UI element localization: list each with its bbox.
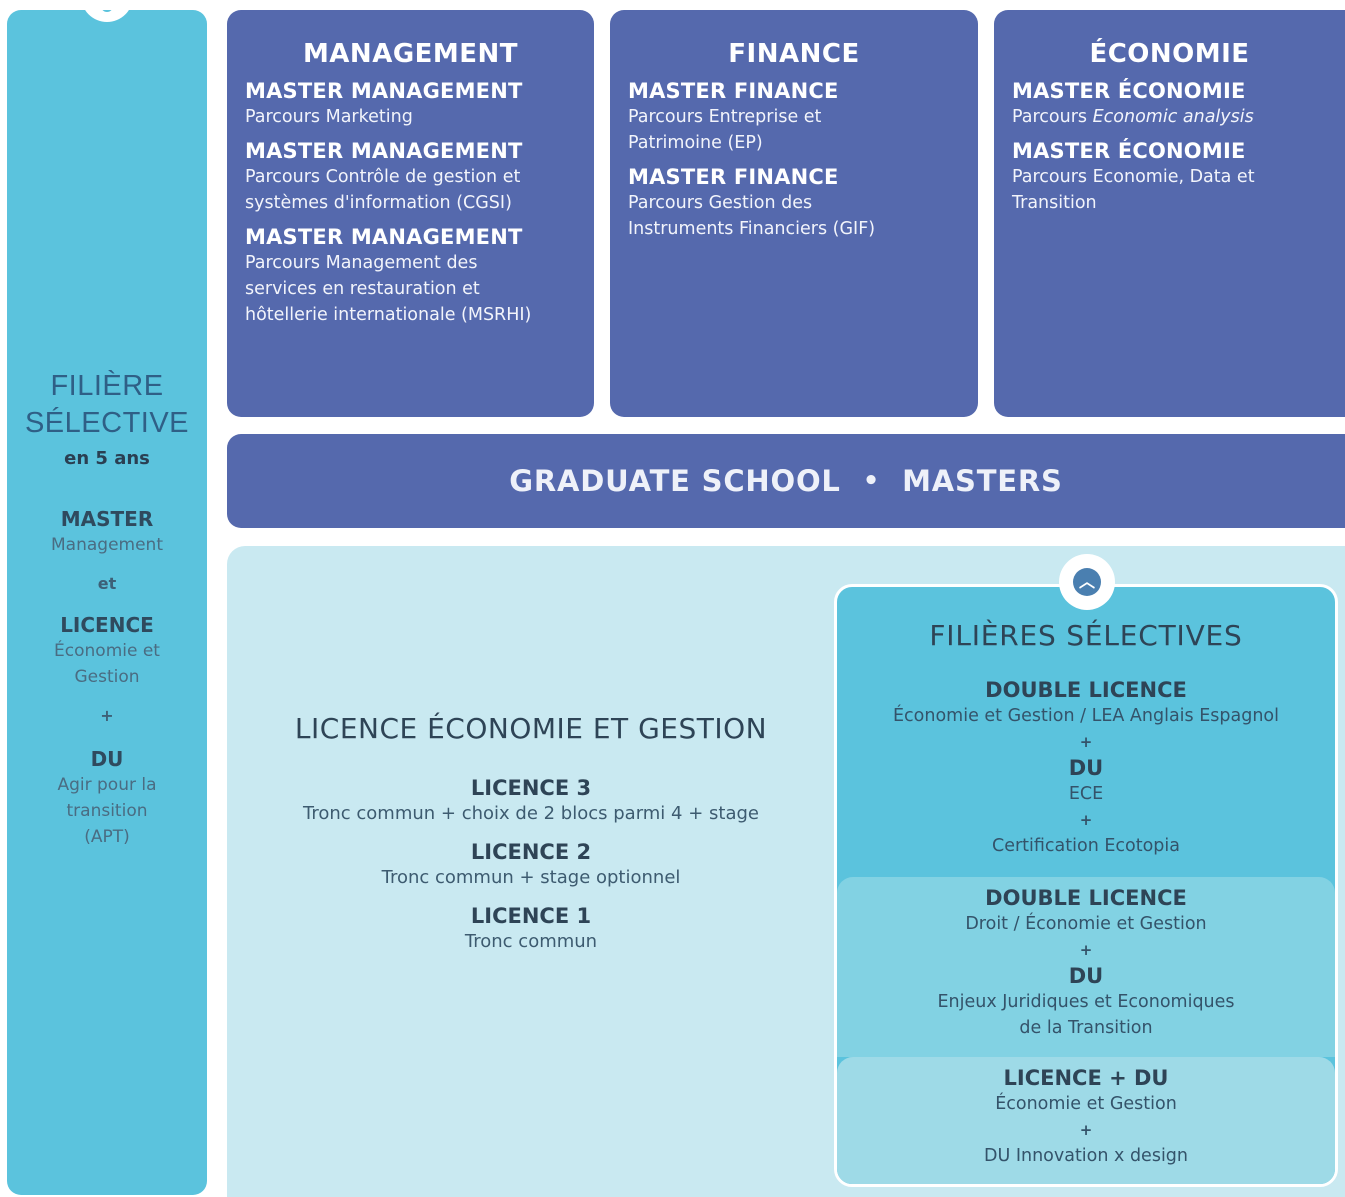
licence-level-desc: Tronc commun [464,931,598,952]
arrow-up-badge-icon [81,10,133,22]
chevron-up-badge-icon: ︿ [1059,554,1115,610]
left-licence-block: LICENCE Économie et Gestion [7,612,207,690]
program-track: Parcours Contrôle de gestion et [245,167,521,187]
section-plus: + [1079,941,1093,959]
program-name: MASTER MANAGEMENT [245,225,523,249]
left-master-text: Management [51,535,163,555]
program-name: MASTER FINANCE [628,79,839,103]
track-prefix: Parcours [1012,107,1093,127]
program-item: MASTER ÉCONOMIE Parcours Economic analys… [1012,78,1345,130]
section-text: de la Transition [1019,1018,1153,1038]
left-master-block: MASTER Management [7,506,207,558]
program-item: MASTER ÉCONOMIE Parcours Economie, Data … [1012,138,1345,216]
left-licence-text1: Économie et [54,641,160,661]
licence-level: LICENCE 1 Tronc commun [227,903,835,955]
left-title-line2: SÉLECTIVE [24,407,190,439]
program-item: MASTER MANAGEMENT Parcours Contrôle de g… [245,138,594,216]
left-du-block: DU Agir pour la transition (APT) [7,746,207,850]
graduate-school-label: GRADUATE SCHOOL [509,464,841,498]
licence-level-desc: Tronc commun + choix de 2 blocs parmi 4 … [303,803,759,824]
program-track: Parcours Gestion des [628,193,813,213]
left-subtitle: en 5 ans [64,448,150,469]
section-head: LICENCE + DU [1003,1066,1169,1090]
section-text: Droit / Économie et Gestion [965,914,1207,934]
licence-level: LICENCE 2 Tronc commun + stage optionnel [227,839,835,891]
section-text: ECE [1068,784,1104,804]
program-item: MASTER FINANCE Parcours Entreprise et Pa… [628,78,978,156]
section-text: Économie et Gestion / LEA Anglais Espagn… [892,706,1280,726]
licence-level-desc: Tronc commun + stage optionnel [381,867,681,888]
selective-section: DOUBLE LICENCE Économie et Gestion / LEA… [837,677,1335,877]
left-title-line1: FILIÈRE [50,370,164,402]
licence-main-block: LICENCE ÉCONOMIE ET GESTION LICENCE 3 Tr… [227,711,835,967]
licence-level: LICENCE 3 Tronc commun + choix de 2 bloc… [227,775,835,827]
program-name: MASTER MANAGEMENT [245,139,523,163]
program-item: MASTER FINANCE Parcours Gestion des Inst… [628,164,978,242]
management-title: MANAGEMENT [302,39,519,69]
economie-card: ÉCONOMIE MASTER ÉCONOMIE Parcours Econom… [994,10,1345,417]
section-text: Enjeux Juridiques et Economiques [937,992,1235,1012]
finance-title: FINANCE [728,39,860,69]
program-track: Patrimoine (EP) [628,133,763,153]
management-card: MANAGEMENT MASTER MANAGEMENT Parcours Ma… [227,10,594,417]
left-title: FILIÈRE SÉLECTIVE [7,368,207,442]
section-plus: + [1079,811,1093,829]
licence-level-name: LICENCE 1 [470,904,592,928]
program-name: MASTER ÉCONOMIE [1012,79,1246,103]
selective-section: LICENCE + DU Économie et Gestion + DU In… [837,1057,1335,1184]
licence-title: LICENCE ÉCONOMIE ET GESTION [294,712,768,745]
section-head: DU [1068,964,1104,988]
masters-label: MASTERS [902,464,1063,498]
left-selective-column: FILIÈRE SÉLECTIVE en 5 ans MASTER Manage… [7,10,207,1195]
left-master-label: MASTER [60,507,154,531]
program-item: MASTER MANAGEMENT Parcours Marketing [245,78,594,130]
section-head: DU [1068,756,1104,780]
program-track: Parcours Marketing [245,107,413,127]
left-du-text3: (APT) [84,827,130,847]
chevron-up-icon: ︿ [1073,568,1101,596]
program-track: hôtellerie internationale (MSRHI) [245,305,532,325]
program-track: Parcours Entreprise et [628,107,822,127]
left-licence-label: LICENCE [60,613,154,637]
left-du-label: DU [90,747,124,771]
program-track: services en restauration et [245,279,480,299]
section-text: DU Innovation x design [983,1146,1189,1166]
program-track: Parcours Economie, Data et [1012,167,1255,187]
program-item: MASTER MANAGEMENT Parcours Management de… [245,224,594,328]
program-track: Instruments Financiers (GIF) [628,219,876,239]
program-name: MASTER ÉCONOMIE [1012,139,1246,163]
section-text: Certification Ecotopia [991,836,1180,856]
section-head: DOUBLE LICENCE [985,886,1187,910]
program-track: Parcours Economic analysis [1012,104,1345,130]
program-name: MASTER MANAGEMENT [245,79,523,103]
track-italic: Economic analysis [1092,107,1254,127]
left-plus: + [100,706,114,725]
licence-level-name: LICENCE 3 [470,776,592,800]
left-licence-text2: Gestion [74,667,140,687]
graduate-school-bar: GRADUATE SCHOOL • MASTERS [227,434,1345,528]
selective-section: DOUBLE LICENCE Droit / Économie et Gesti… [837,877,1335,1057]
licence-level-name: LICENCE 2 [470,840,592,864]
section-plus: + [1079,733,1093,751]
bullet-separator: • [862,466,881,496]
section-text: Économie et Gestion [995,1094,1177,1114]
program-track: Transition [1012,193,1097,213]
left-du-text1: Agir pour la [57,775,157,795]
finance-card: FINANCE MASTER FINANCE Parcours Entrepri… [610,10,978,417]
section-head: DOUBLE LICENCE [985,678,1187,702]
selective-title: FILIÈRES SÉLECTIVES [929,619,1243,652]
left-du-text2: transition [66,801,148,821]
economie-title: ÉCONOMIE [1089,39,1250,69]
program-name: MASTER FINANCE [628,165,839,189]
program-track: Parcours Management des [245,253,478,273]
section-plus: + [1079,1121,1093,1139]
program-track: systèmes d'information (CGSI) [245,193,512,213]
selective-panel: FILIÈRES SÉLECTIVES DOUBLE LICENCE Écono… [834,584,1338,1187]
left-and: et [97,574,117,593]
